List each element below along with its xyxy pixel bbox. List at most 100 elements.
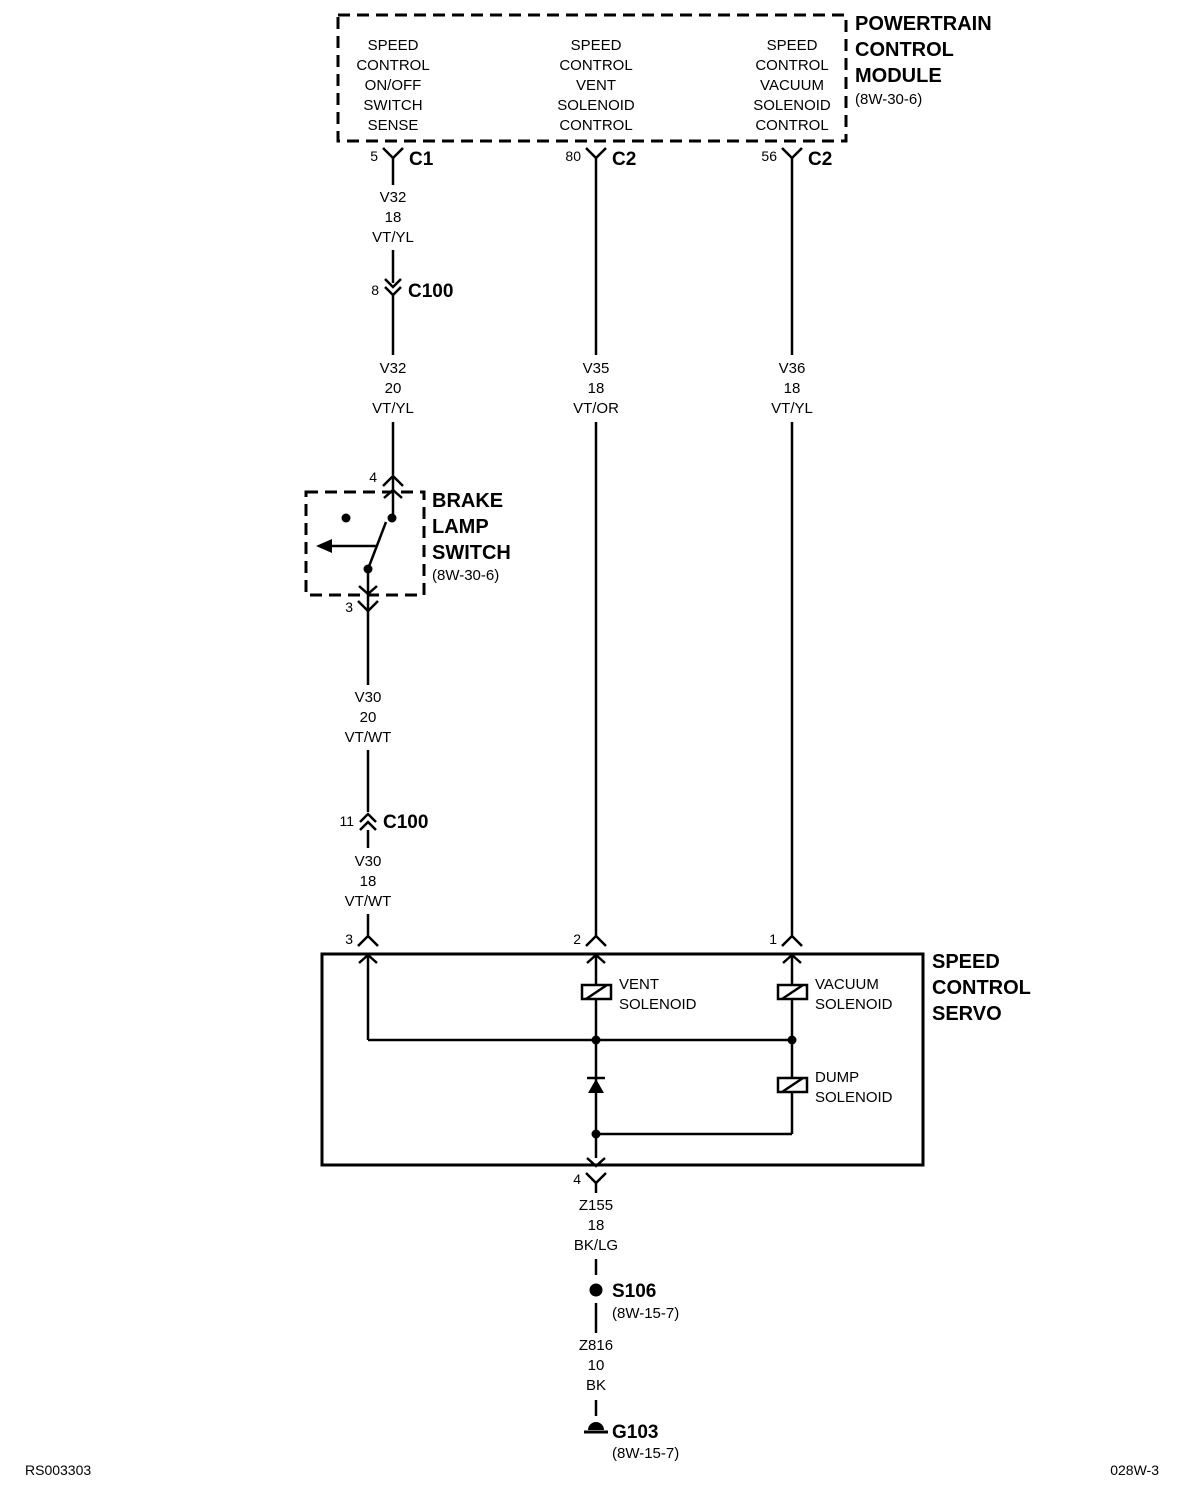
vent-solenoid-label: VENT SOLENOID: [619, 976, 697, 1013]
dump-solenoid-coil: [776, 1076, 809, 1094]
wire-label-v32-lower: V32 20 VT/YL: [372, 360, 414, 417]
svg-text:VT/YL: VT/YL: [372, 229, 414, 246]
switch-contact-open: [341, 513, 351, 523]
diode-icon: [587, 1076, 605, 1093]
svg-text:18: 18: [385, 209, 402, 226]
vacuum-solenoid-coil: [776, 983, 809, 1001]
wire-label-v35: V35 18 VT/OR: [573, 360, 619, 417]
svg-text:VT/YL: VT/YL: [771, 400, 813, 417]
svg-text:DUMP: DUMP: [815, 1069, 859, 1086]
ground-g103-label: G103 (8W-15-7): [612, 1422, 679, 1462]
svg-text:CONTROL: CONTROL: [356, 57, 429, 74]
pcm-outline: [336, 13, 848, 143]
speed-control-servo: 3 2 1 VENT SOLENOID: [320, 931, 1031, 1187]
svg-text:SOLENOID: SOLENOID: [753, 97, 831, 114]
brake-switch-pin-3: 3: [345, 599, 353, 615]
svg-text:S106: S106: [612, 1281, 656, 1302]
svg-text:SOLENOID: SOLENOID: [815, 1089, 893, 1106]
vent-solenoid-coil: [580, 983, 613, 1001]
inline-connector-c100-11: 11 C100: [339, 812, 428, 833]
svg-text:C2: C2: [612, 149, 636, 170]
svg-text:CONTROL: CONTROL: [559, 57, 632, 74]
wire-label-v30-lower: V30 18 VT/WT: [345, 853, 392, 910]
servo-outline: [320, 952, 925, 1167]
svg-text:18: 18: [784, 380, 801, 397]
wire-label-v32-upper: V32 18 VT/YL: [372, 189, 414, 246]
junction-dot: [787, 1035, 797, 1045]
brake-switch-pin-4: 4: [369, 469, 377, 485]
svg-text:CONTROL: CONTROL: [755, 117, 828, 134]
svg-text:VT/YL: VT/YL: [372, 400, 414, 417]
svg-text:VENT: VENT: [576, 77, 616, 94]
svg-text:56: 56: [761, 148, 777, 164]
svg-text:SWITCH: SWITCH: [363, 97, 422, 114]
svg-text:SOLENOID: SOLENOID: [619, 996, 697, 1013]
brake-switch-title: BRAKE LAMP SWITCH (8W-30-6): [432, 490, 511, 584]
svg-text:VT/WT: VT/WT: [345, 893, 392, 910]
svg-text:G103: G103: [612, 1422, 658, 1443]
svg-text:C2: C2: [808, 149, 832, 170]
svg-text:11: 11: [339, 813, 354, 829]
switch-actuator-arrow: [316, 539, 332, 553]
svg-text:18: 18: [588, 1217, 605, 1234]
svg-text:VACUUM: VACUUM: [760, 77, 824, 94]
pcm-title: POWERTRAIN CONTROL MODULE (8W-30-6): [855, 13, 992, 108]
svg-text:V32: V32: [380, 360, 407, 377]
servo-title: SPEED CONTROL SERVO: [932, 951, 1031, 1025]
switch-blade: [366, 521, 388, 570]
servo-pin-2: 2: [573, 931, 581, 947]
svg-text:MODULE: MODULE: [855, 65, 942, 87]
svg-text:20: 20: [385, 380, 402, 397]
svg-text:LAMP: LAMP: [432, 516, 489, 538]
svg-text:CONTROL: CONTROL: [932, 977, 1031, 999]
diagram-id-left: RS003303: [25, 1462, 91, 1478]
svg-text:C100: C100: [383, 812, 428, 833]
splice-s106-label: S106 (8W-15-7): [612, 1281, 679, 1322]
circuit-v36: V36 18 VT/YL: [771, 158, 813, 936]
svg-text:VACUUM: VACUUM: [815, 976, 879, 993]
svg-text:Z155: Z155: [579, 1197, 613, 1214]
svg-text:CONTROL: CONTROL: [855, 39, 954, 61]
svg-text:5: 5: [370, 148, 378, 164]
svg-text:BK/LG: BK/LG: [574, 1237, 618, 1254]
svg-text:(8W-15-7): (8W-15-7): [612, 1445, 679, 1462]
svg-text:SERVO: SERVO: [932, 1003, 1002, 1025]
wire-label-z816: Z816 10 BK: [579, 1337, 613, 1394]
pcm-terminal-c1-5: 5 C1: [370, 147, 434, 170]
svg-text:80: 80: [565, 148, 581, 164]
svg-text:BK: BK: [586, 1377, 606, 1394]
svg-text:(8W-30-6): (8W-30-6): [855, 91, 922, 108]
wire-label-z155: Z155 18 BK/LG: [574, 1197, 618, 1254]
svg-text:C1: C1: [409, 149, 434, 170]
wire-label-v36: V36 18 VT/YL: [771, 360, 813, 417]
svg-text:SOLENOID: SOLENOID: [557, 97, 635, 114]
svg-text:V35: V35: [583, 360, 610, 377]
svg-text:V32: V32: [380, 189, 407, 206]
ground-g103-icon: [584, 1422, 608, 1434]
servo-terminal-3: [357, 934, 379, 947]
circuit-v30: V30 20 VT/WT 11 C100 V30 18 VT/WT: [339, 611, 428, 936]
svg-text:POWERTRAIN: POWERTRAIN: [855, 13, 992, 35]
brake-switch-outline: [304, 490, 426, 597]
servo-pin-1: 1: [769, 931, 777, 947]
svg-text:V36: V36: [779, 360, 806, 377]
dump-solenoid-label: DUMP SOLENOID: [815, 1069, 893, 1106]
inline-connector-c100-8: 8 C100: [371, 278, 453, 302]
switch-contact-closed: [387, 513, 397, 523]
pcm-terminal-c2-56: 56 C2: [761, 147, 832, 170]
svg-text:SPEED: SPEED: [932, 951, 1000, 973]
svg-text:VT/OR: VT/OR: [573, 400, 619, 417]
svg-text:VT/WT: VT/WT: [345, 729, 392, 746]
wire-label-v30-upper: V30 20 VT/WT: [345, 689, 392, 746]
diagram-id-right: 028W-3: [1110, 1462, 1159, 1478]
svg-text:8: 8: [371, 282, 379, 298]
svg-text:SPEED: SPEED: [571, 37, 622, 54]
svg-text:CONTROL: CONTROL: [755, 57, 828, 74]
pcm-pin-label-vacuum-solenoid: SPEED CONTROL VACUUM SOLENOID CONTROL: [753, 37, 831, 134]
junction-dot: [591, 1035, 601, 1045]
powertrain-control-module: SPEED CONTROL ON/OFF SWITCH SENSE SPEED …: [336, 13, 992, 170]
circuit-v32: V32 18 VT/YL 8 C100 V32 20 VT/YL: [371, 158, 453, 475]
pcm-terminal-c2-80: 80 C2: [565, 147, 636, 170]
pcm-pin-label-vent-solenoid: SPEED CONTROL VENT SOLENOID CONTROL: [557, 37, 635, 134]
